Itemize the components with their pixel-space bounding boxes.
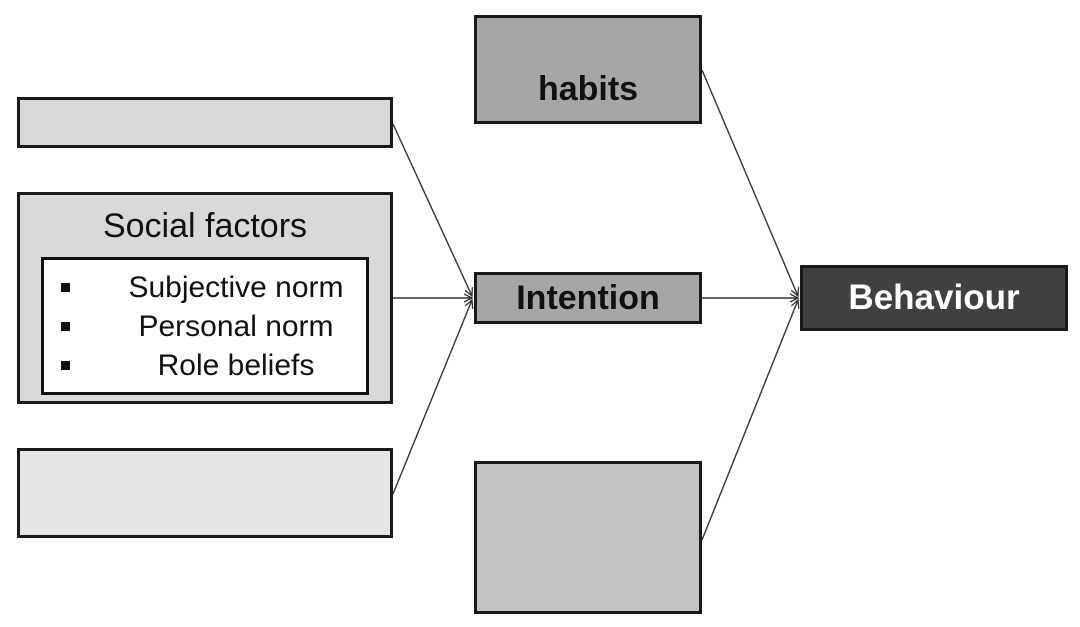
list-item: Personal norm [44,307,366,346]
behaviour-label: Behaviour [848,278,1020,317]
social-factors-list-box: Subjective norm Personal norm Role belie… [41,257,369,395]
social-factors-box: Social factors Subjective norm Personal … [17,192,393,404]
edge-bottom-middle-to-behaviour [701,300,798,541]
edge-habits-to-behaviour [701,69,798,296]
social-factors-title: Social factors [102,207,308,245]
top-left-box [17,97,393,148]
list-item-label: Subjective norm [128,271,344,304]
habits-label: habits [537,70,639,108]
list-item-label: Personal norm [138,310,334,343]
social-factors-list: Subjective norm Personal norm Role belie… [44,268,366,385]
behaviour-box: Behaviour [800,265,1068,331]
edge-top-left-to-intention [392,123,472,296]
bottom-left-box [17,448,393,538]
intention-label: Intention [516,278,660,317]
edge-bottom-left-to-intention [392,300,472,495]
list-item: Subjective norm [44,268,366,307]
bullet-icon [61,322,70,331]
list-item: Role beliefs [44,346,366,385]
list-item-label: Role beliefs [157,349,315,382]
intention-box: Intention [474,272,702,324]
bullet-icon [61,283,70,292]
habits-box: habits [474,15,702,124]
bullet-icon [61,361,70,370]
bottom-middle-box [474,461,702,614]
